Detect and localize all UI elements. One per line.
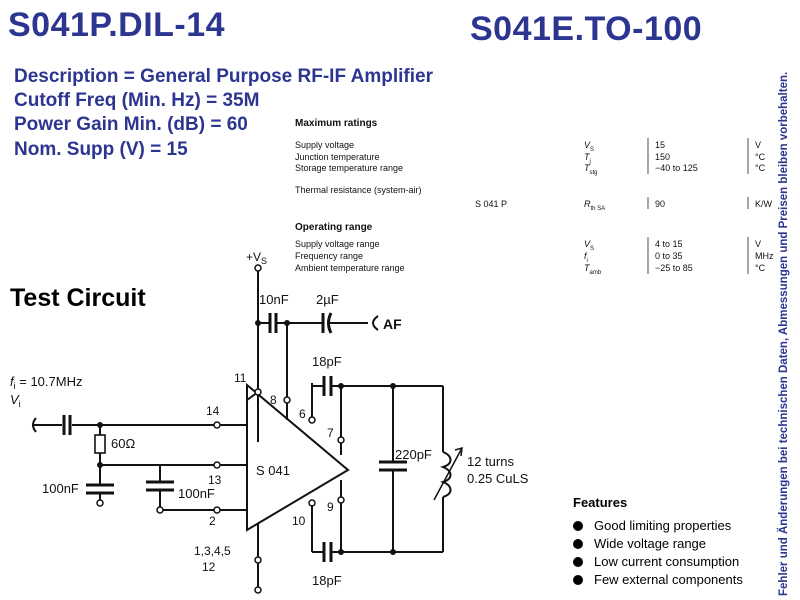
pin-14-label: 14	[206, 404, 220, 418]
bullet-icon	[573, 575, 583, 585]
rating-value: −40 to 125	[655, 163, 698, 173]
max-ratings-heading: Maximum ratings	[295, 118, 378, 129]
pin-8-label: 8	[270, 393, 277, 407]
ground-pins-label: 1,3,4,5	[194, 544, 231, 558]
bullet-icon	[573, 557, 583, 567]
spec-cutoff: Cutoff Freq (Min. Hz) = 35M	[14, 90, 260, 111]
cap-220pf-label: 220pF	[395, 447, 432, 462]
operating-param: Frequency range	[295, 251, 364, 261]
feature-item: Low current consumption	[573, 554, 739, 569]
rating-symbol: VS	[584, 140, 595, 153]
af-output-label: AF	[383, 316, 402, 332]
rating-value: 150	[655, 152, 671, 162]
resistor-60-label: 60Ω	[111, 436, 135, 451]
thermal-device: S 041 P	[475, 199, 508, 209]
operating-symbol: fi	[584, 251, 588, 264]
operating-unit: MHz	[755, 251, 774, 261]
operating-unit: °C	[755, 263, 766, 273]
ground-pin-12-label: 12	[202, 560, 216, 574]
coil-wire-label: 0.25 CuLS	[467, 471, 529, 486]
pin-10-label: 10	[292, 514, 306, 528]
rating-unit: V	[755, 140, 762, 150]
pin-7-label: 7	[327, 426, 334, 440]
rating-symbol: Tstg	[584, 163, 598, 176]
pin-2-label: 2	[209, 514, 216, 528]
table-rules	[647, 138, 749, 274]
spec-gain: Power Gain Min. (dB) = 60	[14, 114, 248, 135]
cap-18pf-bottom-label: 18pF	[312, 573, 342, 588]
pin-11-label: 11	[234, 371, 247, 385]
operating-symbol: Tamb	[584, 263, 602, 276]
thermal-param: Thermal resistance (system-air)	[295, 185, 422, 195]
cap-2uf-label: 2µF	[316, 292, 339, 307]
rating-param: Junction temperature	[295, 152, 380, 162]
bullet-icon	[573, 539, 583, 549]
cap-18pf-top-label: 18pF	[312, 354, 342, 369]
cap-10nf-label: 10nF	[259, 292, 289, 307]
cap-100nf-right-label: 100nF	[178, 486, 215, 501]
part-title-to100: S041E.TO-100	[470, 10, 703, 48]
rating-symbol: Tj	[584, 152, 591, 165]
operating-value: 4 to 15	[655, 239, 683, 249]
operating-param: Supply voltage range	[295, 239, 380, 249]
operating-range-heading: Operating range	[295, 222, 373, 233]
rating-value: 15	[655, 140, 666, 150]
feature-item: Good limiting properties	[573, 518, 731, 533]
coil-turns-label: 12 turns	[467, 454, 514, 469]
operating-value: −25 to 85	[655, 263, 693, 273]
rating-param: Storage temperature range	[295, 163, 404, 173]
spec-supply: Nom. Supp (V) = 15	[14, 139, 188, 160]
part-title-dil: S041P.DIL-14	[8, 6, 226, 44]
thermal-unit: K/W	[755, 199, 772, 209]
pin-6-label: 6	[299, 407, 306, 421]
rating-unit: °C	[755, 152, 766, 162]
operating-param: Ambient temperature range	[295, 263, 405, 273]
operating-value: 0 to 35	[655, 251, 683, 261]
bullet-icon	[573, 521, 583, 531]
cap-100nf-left-label: 100nF	[42, 481, 79, 496]
input-frequency-label: fi = 10.7MHz	[10, 374, 82, 391]
feature-item: Few external components	[573, 572, 743, 587]
input-voltage-label: Vi	[10, 392, 21, 409]
rating-unit: °C	[755, 163, 766, 173]
amplifier-ic-symbol	[246, 382, 350, 532]
pin-9-label: 9	[327, 500, 334, 514]
pin-13-label: 13	[208, 473, 222, 487]
vs-label: +VS	[246, 250, 267, 266]
feature-item: Wide voltage range	[573, 536, 706, 551]
rating-param: Supply voltage	[295, 140, 355, 150]
ic-label: S 041	[256, 463, 290, 478]
operating-symbol: VS	[584, 239, 595, 252]
features-heading: Features	[573, 495, 628, 510]
test-circuit-heading: Test Circuit	[10, 284, 146, 312]
operating-unit: V	[755, 239, 762, 249]
spec-description: Description = General Purpose RF-IF Ampl…	[14, 66, 433, 87]
thermal-symbol: Rth SA	[584, 199, 606, 212]
thermal-value: 90	[655, 199, 666, 209]
